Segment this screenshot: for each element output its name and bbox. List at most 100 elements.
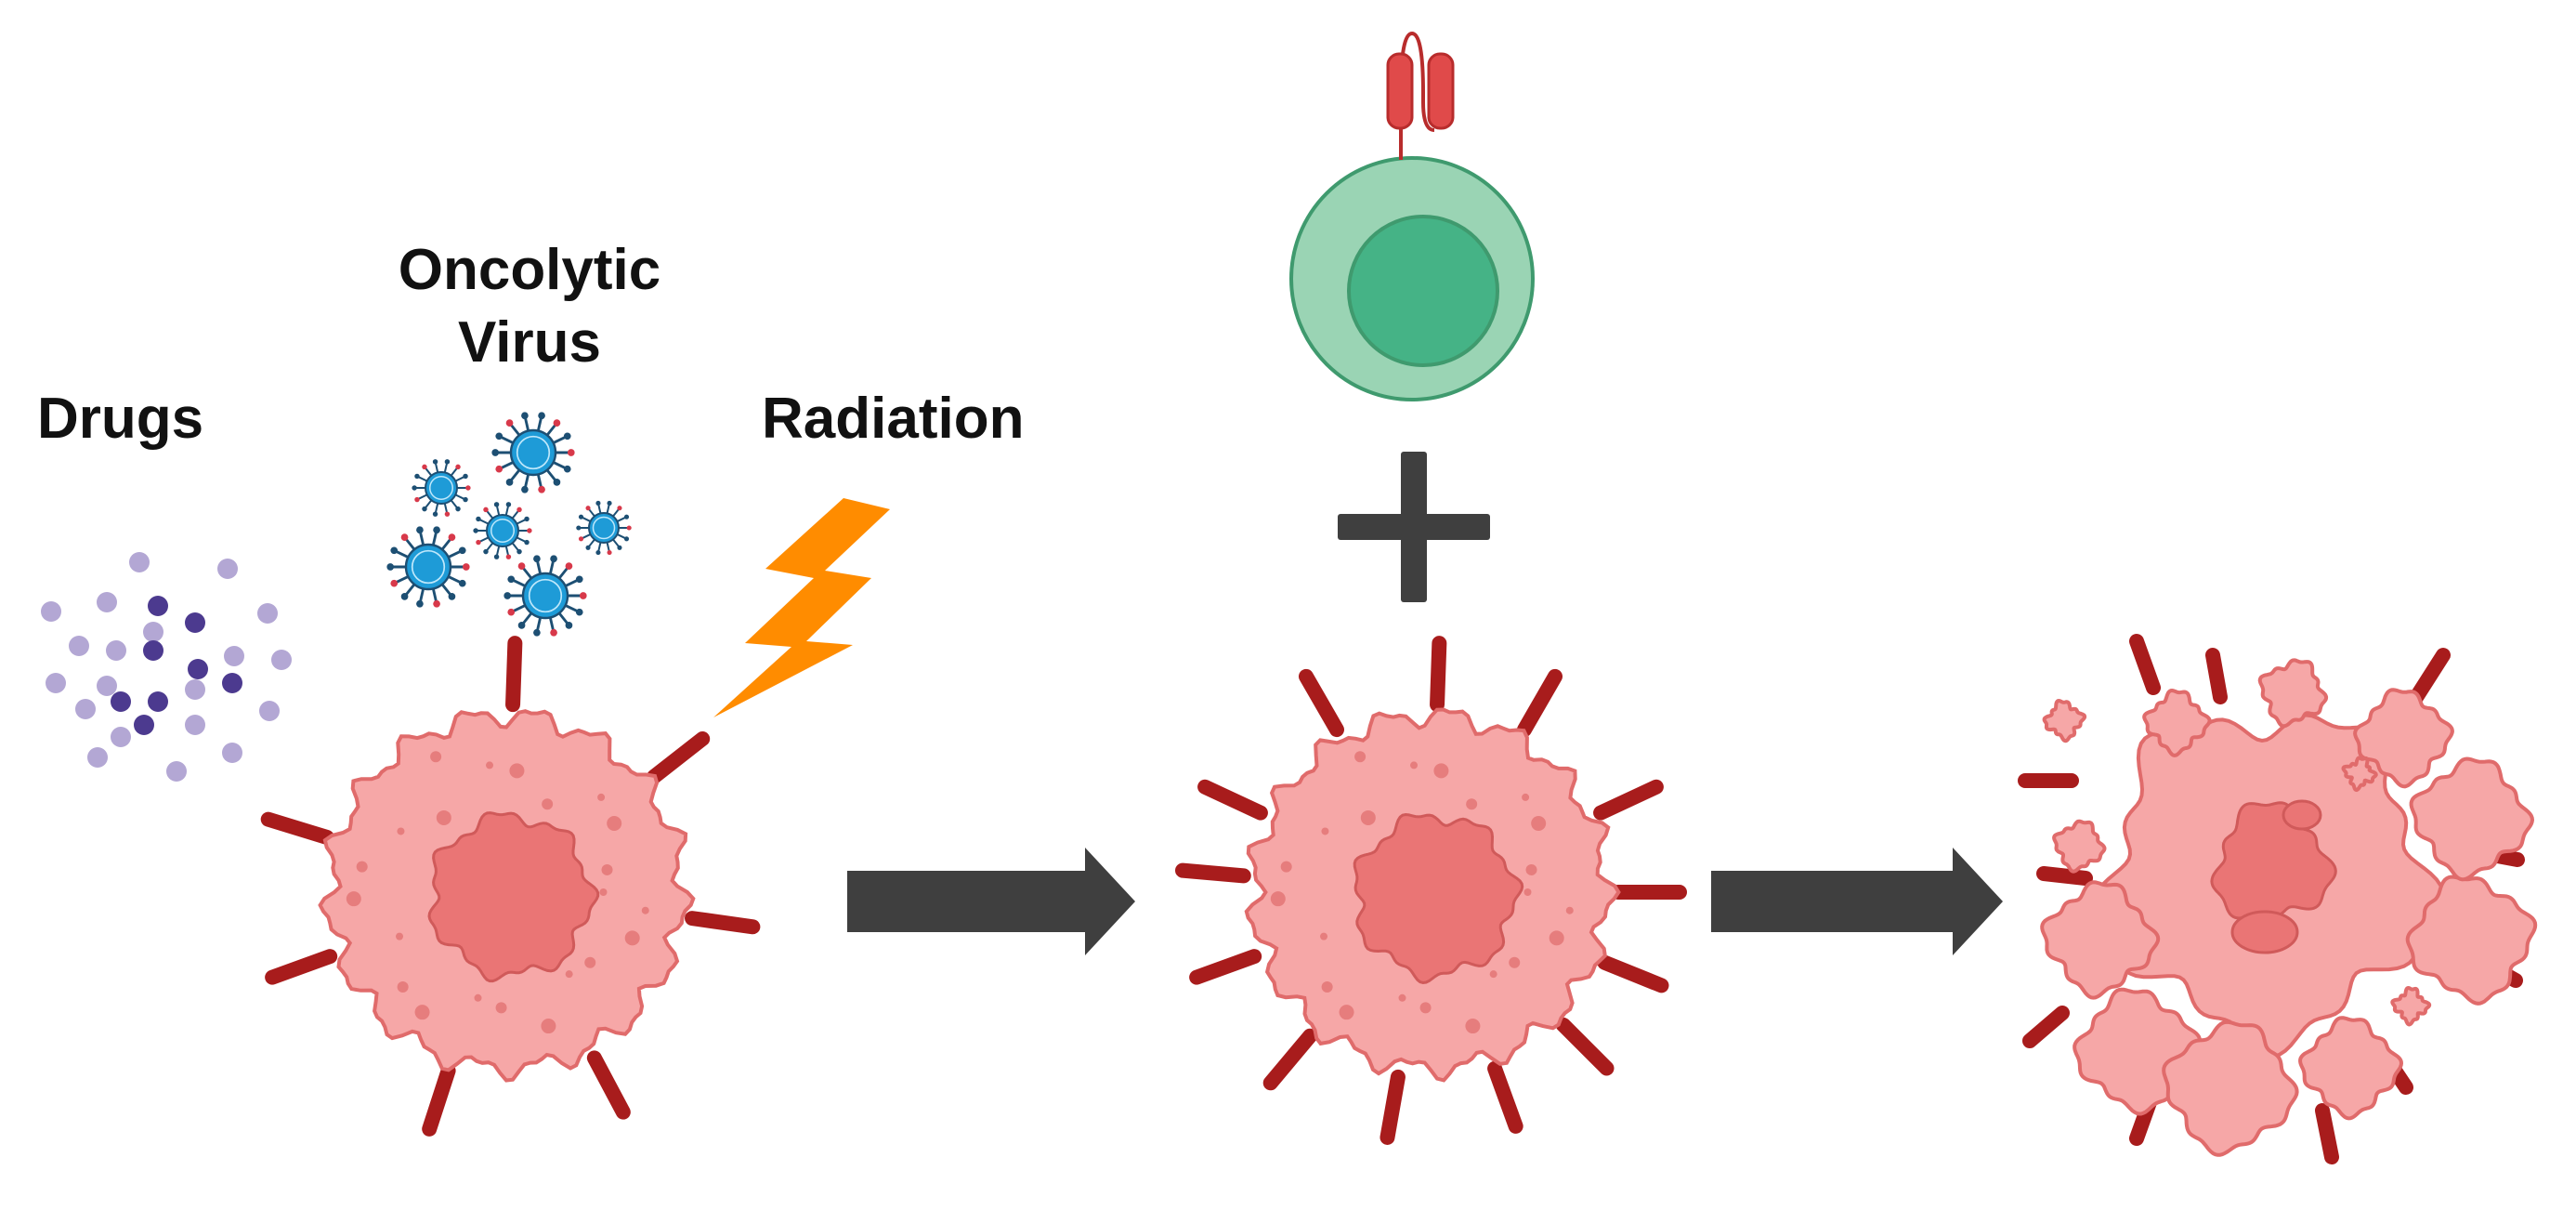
arrow-right-1 <box>847 848 1135 955</box>
cell-granule <box>1523 888 1532 896</box>
virus-icon <box>386 526 470 608</box>
cell-granule <box>1509 956 1521 968</box>
antigen-marker <box>1197 779 1268 821</box>
cell-granule <box>1321 827 1329 835</box>
drug-particle <box>111 727 131 747</box>
drug-particle <box>111 691 131 712</box>
virus-icon <box>412 459 471 517</box>
plus-icon <box>1338 452 1490 602</box>
antigen-marker <box>1597 954 1669 993</box>
cell-granule <box>597 793 606 801</box>
antigen-marker <box>1175 862 1251 884</box>
cell-granule <box>1565 906 1574 914</box>
antigen-marker <box>265 949 338 985</box>
cell-granule <box>641 906 649 914</box>
cell-granule <box>1525 863 1537 875</box>
antigen-marker <box>1299 668 1344 738</box>
tumor-cell-before <box>260 636 761 1137</box>
virus-icon <box>491 412 575 493</box>
antigen-marker <box>2129 634 2161 695</box>
cell-fragment <box>2341 756 2378 793</box>
cell-granule <box>1466 798 1478 810</box>
cell-granule <box>1433 763 1449 779</box>
cell-granule <box>1360 809 1376 825</box>
antigen-marker <box>586 1050 631 1120</box>
virus-icon <box>503 555 587 637</box>
cell-granule <box>436 809 451 825</box>
drug-particle <box>143 640 163 661</box>
antigen-marker <box>685 911 761 935</box>
antigen-marker <box>1487 1060 1523 1134</box>
drug-particle <box>185 679 205 700</box>
drug-particle <box>222 743 242 763</box>
label-oncolytic-line1: Oncolytic <box>398 238 661 302</box>
cell-granule <box>601 863 613 875</box>
nucleus-fragment <box>2230 910 2299 954</box>
cell-granule <box>1465 1019 1481 1034</box>
drug-particle <box>185 612 205 633</box>
cell-fragment <box>2390 985 2432 1027</box>
cell-granule <box>1419 1002 1432 1014</box>
cell-granule <box>509 763 525 779</box>
drug-particle <box>271 650 292 670</box>
cell-fragment <box>2409 756 2535 882</box>
tumor-cell-lysed <box>2018 634 2538 1164</box>
cell-granule <box>1522 793 1530 801</box>
nucleus-fragment <box>2282 799 2322 831</box>
cell-fragment <box>2405 875 2538 1006</box>
cell-granule <box>346 891 361 907</box>
antigen-marker <box>2315 1103 2339 1164</box>
drug-particle <box>134 715 154 735</box>
cell-granule <box>607 815 622 831</box>
cell-granule <box>486 761 494 769</box>
cell-granule <box>541 1019 556 1034</box>
cell-granule <box>1489 970 1497 979</box>
cell-nucleus <box>1353 812 1524 985</box>
drug-particle <box>143 622 163 642</box>
cell-fragment <box>2052 819 2107 874</box>
drug-particle <box>185 715 205 735</box>
drug-particle <box>41 601 61 622</box>
cell-granule <box>624 930 640 946</box>
cell-granule <box>599 888 608 896</box>
cell-granule <box>1270 891 1286 907</box>
t-cell <box>1289 156 1535 401</box>
drug-particle <box>129 552 150 572</box>
cell-granule <box>414 1005 430 1020</box>
drug-particle <box>188 659 208 679</box>
antigen-marker <box>1262 1028 1318 1091</box>
cell-fragment <box>2257 658 2329 729</box>
cell-granule <box>1410 761 1419 769</box>
virus-icon <box>473 502 532 559</box>
cell-granule <box>474 993 482 1002</box>
drug-particle <box>87 747 108 768</box>
drug-particle <box>106 640 126 661</box>
antigen-marker <box>1189 949 1262 985</box>
cell-granule <box>1339 1005 1354 1020</box>
antigen-marker <box>260 811 334 845</box>
virus-icon <box>576 500 632 556</box>
cell-granule <box>1549 930 1564 946</box>
drug-particle <box>224 646 244 666</box>
antigen-marker <box>1517 668 1563 738</box>
label-oncolytic-line2: Virus <box>458 310 601 375</box>
cell-granule <box>584 956 596 968</box>
drug-particle <box>148 691 168 712</box>
drug-particle <box>97 592 117 612</box>
drug-particle <box>222 673 242 693</box>
drug-particle <box>148 596 168 616</box>
antigen-marker <box>647 731 711 784</box>
cell-fragment <box>2142 688 2212 757</box>
cell-granule <box>1321 981 1333 993</box>
cell-granule <box>430 751 442 763</box>
cell-fragment <box>2353 688 2454 789</box>
antigen-marker <box>1555 1017 1615 1076</box>
radiation-lightning-icon <box>713 498 890 717</box>
label-drugs: Drugs <box>37 387 204 451</box>
cell-fragment <box>2298 1016 2404 1121</box>
drug-particles <box>41 552 292 782</box>
label-oncolytic-virus: Oncolytic Virus <box>372 234 687 379</box>
antigen-marker <box>1380 1069 1406 1145</box>
antigen-marker <box>2205 648 2228 704</box>
